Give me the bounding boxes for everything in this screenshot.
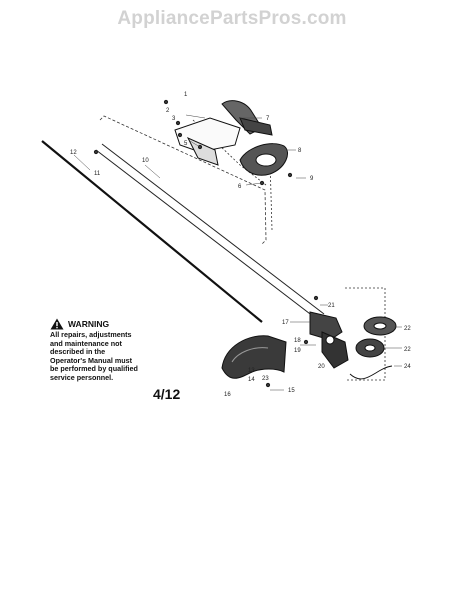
- trimmer-head-part: [355, 316, 397, 358]
- watermark: AppliancePartsPros.com: [117, 8, 347, 29]
- callout-17: 17: [282, 320, 289, 326]
- callout-15: 15: [288, 388, 295, 394]
- callout-9: 9: [310, 176, 314, 182]
- callout-13: 13: [248, 368, 255, 374]
- page-number: 4/12: [153, 386, 181, 402]
- callout-7: 7: [266, 116, 270, 122]
- callout-21: 21: [328, 303, 335, 309]
- warning-body: All repairs, adjustments and maintenance…: [50, 330, 138, 382]
- debris-shield-part: [221, 335, 287, 379]
- callout-6: 6: [238, 184, 242, 190]
- warning-note: WARNING All repairs, adjustments and mai…: [50, 318, 142, 383]
- callout-14: 14: [248, 377, 255, 383]
- engine-cover-part: [239, 143, 288, 176]
- warning-triangle-icon: [50, 318, 64, 330]
- shaft-tube-part: [95, 143, 325, 321]
- handle-housing-part: [174, 100, 273, 166]
- callout-1: 1: [184, 92, 188, 98]
- callout-11: 11: [94, 171, 101, 177]
- callout-18: 18: [294, 338, 301, 344]
- callout-3: 3: [172, 116, 176, 122]
- callout-19: 19: [294, 348, 301, 354]
- callout-22b: 22: [404, 347, 411, 353]
- trimmer-line-part: [349, 365, 393, 380]
- callout-8: 8: [298, 148, 302, 154]
- callout-10: 10: [142, 158, 149, 164]
- callout-23: 23: [262, 376, 269, 382]
- callout-22a: 22: [404, 326, 411, 332]
- gear-head-part: [309, 311, 349, 369]
- callout-5: 5: [184, 141, 188, 147]
- callout-24: 24: [404, 364, 411, 370]
- callout-labels: 1 2 3 5 6 7 8 9 10 11 12 13 14 15 16 17 …: [70, 92, 411, 398]
- assembly-guide-line: [99, 115, 267, 245]
- callout-2: 2: [166, 108, 170, 114]
- warning-heading: WARNING: [68, 318, 110, 329]
- drive-shaft-part: [41, 140, 263, 323]
- callout-16: 16: [224, 392, 231, 398]
- callout-20: 20: [318, 364, 325, 370]
- callout-12: 12: [70, 150, 77, 156]
